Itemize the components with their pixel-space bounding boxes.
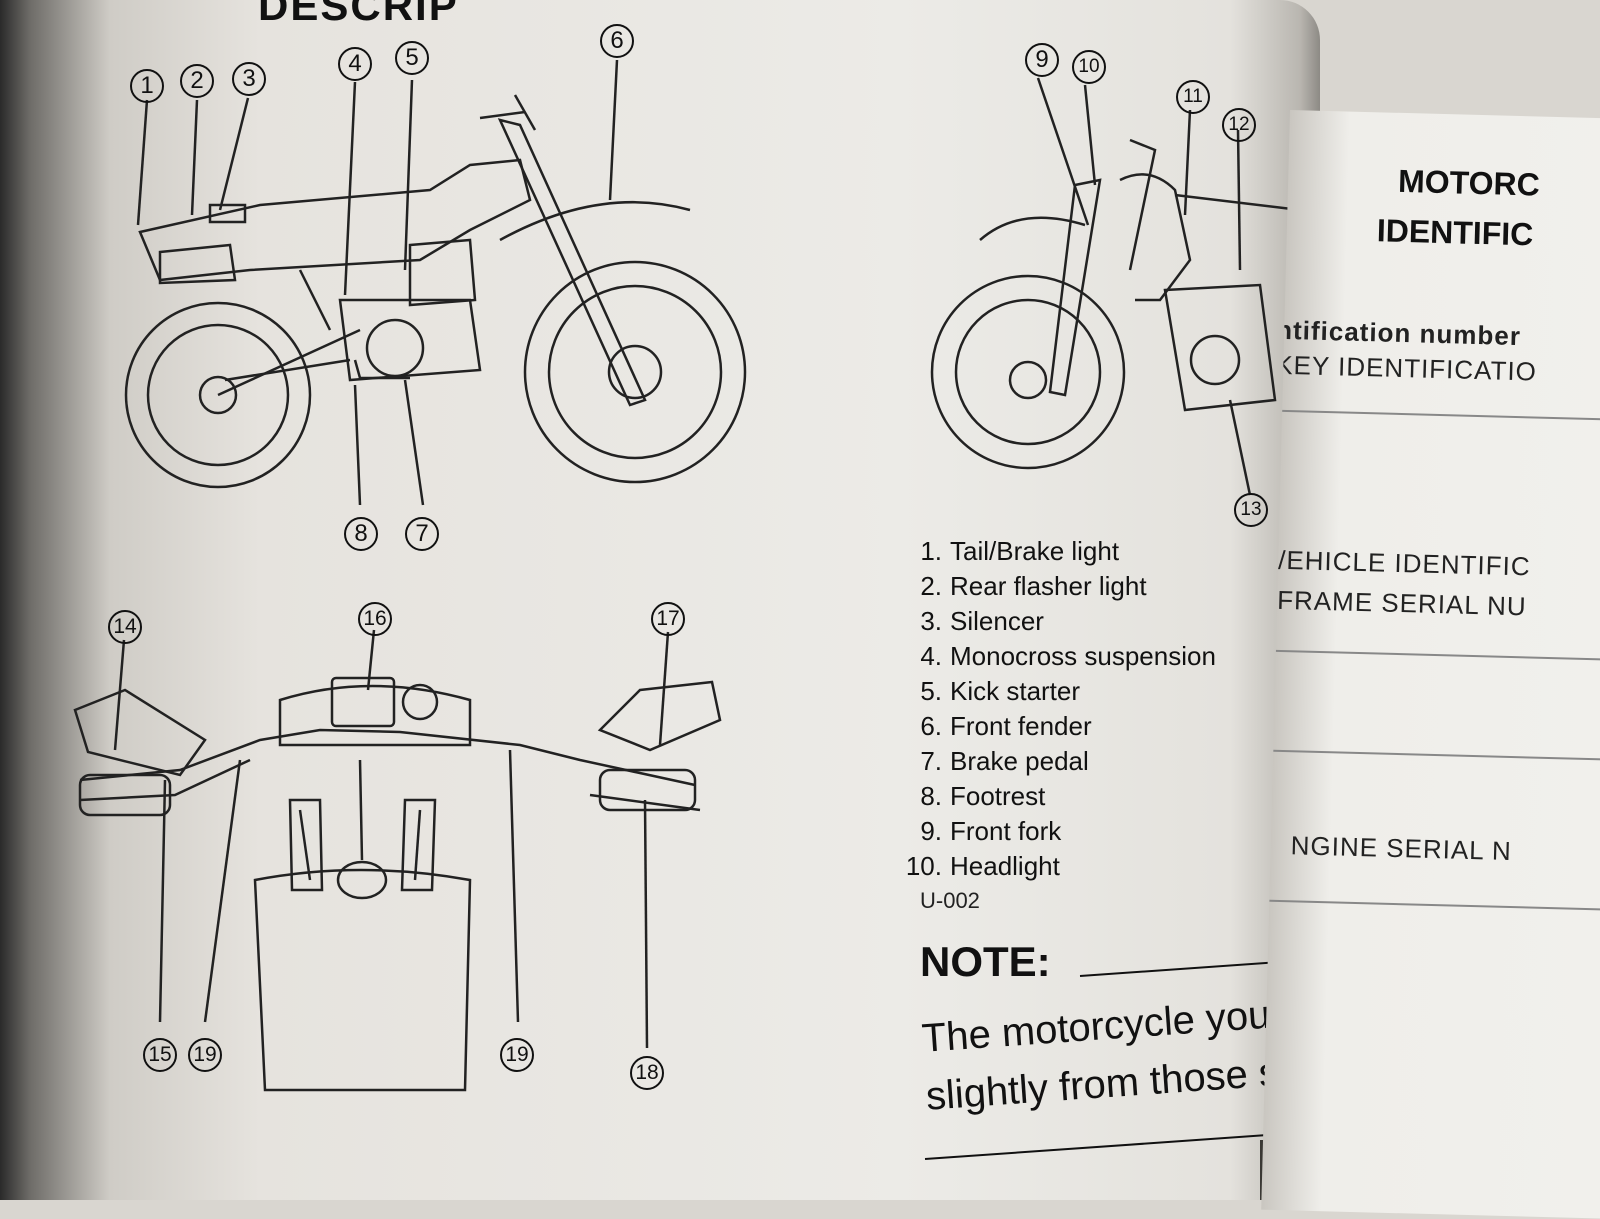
left-page — [0, 0, 1320, 1200]
right-page-rule — [1275, 649, 1600, 661]
callout-18: 18 — [630, 1056, 664, 1090]
legend-item: 3.Silencer — [920, 606, 1044, 636]
callout-7: 7 — [405, 517, 439, 551]
right-page-text-3: /EHICLE IDENTIFIC — [1277, 544, 1532, 582]
legend-item: 8.Footrest — [920, 781, 1046, 811]
right-page-rule — [1282, 409, 1600, 421]
legend-item: 5.Kick starter — [920, 676, 1081, 706]
callout-10: 10 — [1072, 50, 1106, 84]
right-page-rule — [1269, 899, 1600, 911]
legend-item: 9.Front fork — [920, 816, 1062, 846]
legend-item: 6.Front fender — [920, 711, 1092, 741]
front-wheel-left-view — [523, 260, 747, 484]
legend-item: 7.Brake pedal — [920, 746, 1089, 776]
left-grip — [78, 773, 172, 817]
callout-19: 19 — [500, 1038, 534, 1072]
callout-3: 3 — [232, 62, 266, 96]
right-handguard — [597, 680, 722, 752]
fuel-tank — [253, 868, 472, 1092]
legend-item: 10.Headlight — [905, 851, 1060, 881]
callout-11: 11 — [1176, 80, 1210, 114]
callout-16: 16 — [358, 602, 392, 636]
right-page: MOTORC IDENTIFIC ntification number KEY … — [1261, 110, 1600, 1219]
callout-5: 5 — [395, 41, 429, 75]
motorcycle-illustrations — [73, 59, 1301, 1092]
right-page-text-4: FRAME SERIAL NU — [1276, 584, 1528, 622]
document-code: U-002 — [920, 888, 980, 913]
left-handguard — [73, 688, 207, 777]
legend-item: 2.Rear flasher light — [920, 571, 1147, 601]
right-page-text-1: ntification number — [1275, 314, 1522, 352]
right-page-title-1: MOTORC — [1397, 162, 1541, 203]
callout-4: 4 — [338, 47, 372, 81]
callout-12: 12 — [1222, 108, 1256, 142]
section-heading: DESCRIP — [258, 0, 459, 29]
callout-2: 2 — [180, 64, 214, 98]
parts-legend: 1.Tail/Brake light 2.Rear flasher light … — [902, 534, 1216, 884]
callout-14: 14 — [108, 610, 142, 644]
callout-17: 17 — [651, 602, 685, 636]
right-page-text-5: NGINE SERIAL N — [1290, 830, 1513, 867]
callout-6: 6 — [600, 24, 634, 58]
callout-9: 9 — [1025, 43, 1059, 77]
right-page-title-2: IDENTIFIC — [1376, 212, 1534, 253]
callout-13: 13 — [1234, 493, 1268, 527]
callout-8: 8 — [344, 517, 378, 551]
legend-item: 1.Tail/Brake light — [920, 536, 1120, 566]
note-title: NOTE: — [920, 938, 1051, 985]
rear-wheel-left-view — [124, 301, 312, 489]
right-page-text-2: KEY IDENTIFICATIO — [1274, 349, 1538, 387]
callout-15: 15 — [143, 1038, 177, 1072]
right-page-rule — [1273, 749, 1600, 761]
legend-item: 4.Monocross suspension — [920, 641, 1216, 671]
right-grip — [598, 768, 697, 812]
callout-19-left: 19 — [188, 1038, 222, 1072]
callout-1: 1 — [130, 69, 164, 103]
front-wheel-right-view — [930, 274, 1126, 470]
